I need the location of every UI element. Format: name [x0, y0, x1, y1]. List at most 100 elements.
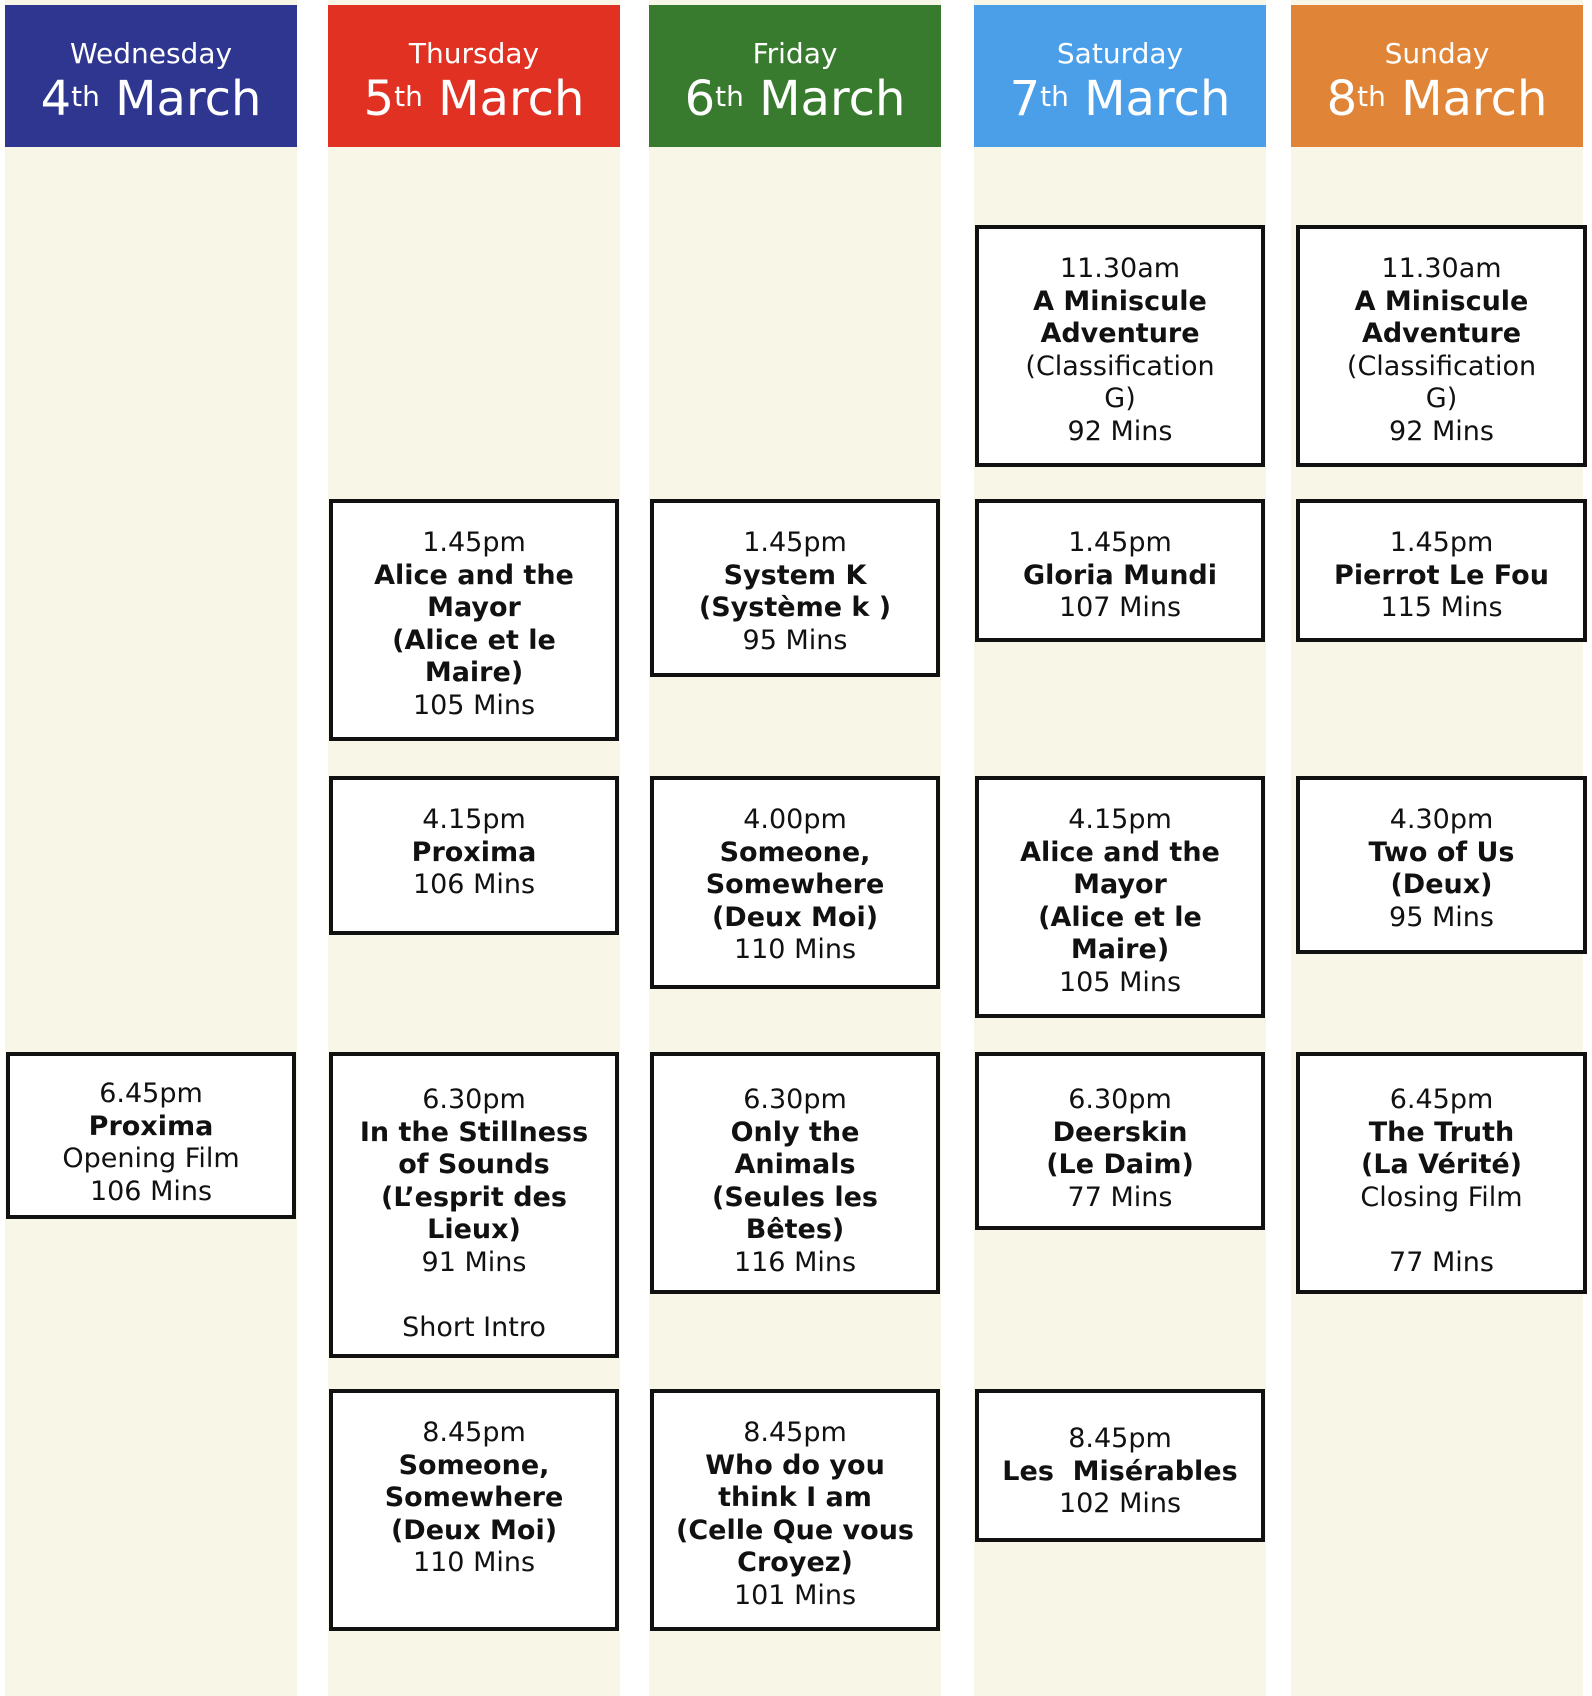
screening-duration: 115 Mins: [1380, 592, 1503, 623]
screening-title-line: (Deux Moi): [390, 1514, 558, 1546]
screening-time: 11.30am: [1381, 253, 1502, 284]
date-label: 7th March: [1009, 71, 1231, 127]
screening-title-line: Who do you: [705, 1449, 885, 1481]
screening-card[interactable]: 1.45pm Gloria Mundi 107 Mins: [975, 499, 1265, 642]
screening-title-line: Maire): [424, 657, 524, 688]
column-wednesday: Wednesday 4th March 6.45pm Proxima Openi…: [5, 0, 297, 1696]
screening-time: 6.45pm: [1389, 1084, 1494, 1115]
screening-title-line: System K: [723, 559, 867, 591]
screening-title-line: (Deux Moi): [711, 901, 879, 933]
screening-card[interactable]: 4.15pm Alice and the Mayor (Alice et le …: [975, 776, 1265, 1018]
screening-card[interactable]: 8.45pm Les Misérables 102 Mins: [975, 1389, 1265, 1542]
screening-time: 4.15pm: [1068, 804, 1172, 835]
screening-title-line: Deerskin: [1052, 1116, 1188, 1148]
screening-note: Opening Film: [62, 1143, 240, 1174]
screening-title-line: (L’esprit des: [381, 1181, 567, 1213]
screening-title-line: (Alice et le: [392, 624, 556, 656]
screening-title-line: Adventure: [1361, 318, 1522, 349]
day-header-sunday: Sunday 8th March: [1291, 5, 1583, 147]
screening-title-line: A Miniscule: [1033, 285, 1207, 317]
day-header-wednesday: Wednesday 4th March: [5, 5, 297, 147]
screening-card[interactable]: 4.15pm Proxima 106 Mins: [329, 776, 619, 935]
screening-time: 1.45pm: [743, 527, 847, 558]
screening-title-line: Only the: [730, 1116, 860, 1148]
screening-card[interactable]: 6.45pm Proxima Opening Film 106 Mins: [6, 1052, 296, 1219]
screening-title-line: Animals: [734, 1149, 856, 1180]
screening-card[interactable]: 6.30pm In the Stillness of Sounds (L’esp…: [329, 1052, 619, 1358]
screening-title-line: Somewhere: [384, 1482, 564, 1513]
screening-time: 11.30am: [1059, 253, 1181, 284]
date-label: 5th March: [363, 71, 585, 127]
screening-title-line: (La Vérité): [1360, 1149, 1523, 1180]
screening-card[interactable]: 1.45pm Alice and the Mayor (Alice et le …: [329, 499, 619, 741]
screening-title-line: Alice and the: [374, 559, 574, 591]
screening-time: 6.30pm: [743, 1084, 847, 1115]
weekday-label: Sunday: [1384, 37, 1490, 70]
screening-title-line: The Truth: [1368, 1116, 1515, 1148]
screening-card[interactable]: 6.30pm Deerskin (Le Daim) 77 Mins: [975, 1052, 1265, 1230]
screening-title-line: Someone,: [719, 836, 871, 868]
screening-duration: 77 Mins: [1389, 1247, 1494, 1278]
column-friday: Friday 6th March 1.45pm System K (Systèm…: [649, 0, 941, 1696]
screening-duration: 95 Mins: [742, 624, 848, 656]
screening-card[interactable]: 8.45pm Someone, Somewhere (Deux Moi) 110…: [329, 1389, 619, 1631]
screening-time: 8.45pm: [422, 1417, 526, 1448]
screening-duration: 106 Mins: [412, 869, 536, 900]
screening-time: 6.45pm: [99, 1078, 203, 1109]
day-header-thursday: Thursday 5th March: [328, 5, 620, 147]
screening-title-line: Lieux): [427, 1214, 521, 1245]
screening-card[interactable]: 1.45pm System K (Système k ) 95 Mins: [650, 499, 940, 677]
column-saturday: Saturday 7th March 11.30am A Miniscule A…: [974, 0, 1266, 1696]
screening-card[interactable]: 8.45pm Who do you think I am (Celle Que …: [650, 1389, 940, 1631]
screening-classification: (Classification G): [1025, 350, 1215, 415]
screening-card[interactable]: 4.00pm Someone, Somewhere (Deux Moi) 110…: [650, 776, 940, 989]
screening-card[interactable]: 6.45pm The Truth (La Vérité) Closing Fil…: [1296, 1052, 1587, 1294]
screening-title: Proxima: [411, 836, 537, 868]
screening-time: 1.45pm: [422, 527, 526, 558]
screening-time: 4.30pm: [1389, 804, 1494, 835]
screening-title-line: A Miniscule: [1354, 285, 1529, 317]
weekday-label: Friday: [752, 37, 838, 70]
screening-title-line: think I am: [718, 1482, 872, 1513]
screening-title: Proxima: [88, 1110, 214, 1142]
screening-duration: 95 Mins: [1389, 901, 1494, 933]
screening-title-line: (Seules les: [712, 1181, 878, 1213]
screening-title-line: (Celle Que vous: [675, 1514, 915, 1546]
screening-title: Gloria Mundi: [1022, 559, 1218, 591]
screening-card[interactable]: 11.30am A Miniscule Adventure (Classific…: [975, 225, 1265, 467]
screening-title-line: of Sounds: [398, 1149, 550, 1180]
screening-time: 6.30pm: [1068, 1084, 1172, 1115]
screening-time: 4.15pm: [422, 804, 526, 835]
screening-card[interactable]: 11.30am A Miniscule Adventure (Classific…: [1296, 225, 1587, 467]
screening-title-line: Mayor: [1073, 869, 1167, 900]
screening-title-line: Somewhere: [705, 869, 885, 900]
screening-title-line: (Le Daim): [1046, 1149, 1194, 1180]
screening-time: 4.00pm: [743, 804, 847, 835]
weekday-label: Saturday: [1056, 37, 1184, 70]
screening-title-line: Maire): [1070, 934, 1170, 965]
screening-duration: 105 Mins: [412, 689, 536, 721]
weekday-label: Wednesday: [69, 37, 233, 70]
screening-time: 8.45pm: [1068, 1423, 1172, 1454]
screening-title-line: (Système k ): [698, 592, 892, 623]
screening-card[interactable]: 1.45pm Pierrot Le Fou 115 Mins: [1296, 499, 1587, 642]
screening-duration: 116 Mins: [733, 1246, 857, 1278]
screening-duration: 110 Mins: [733, 934, 857, 965]
screening-duration: 107 Mins: [1058, 592, 1182, 623]
screening-duration: 77 Mins: [1067, 1181, 1173, 1213]
screening-time: 1.45pm: [1389, 527, 1494, 558]
screening-card[interactable]: 6.30pm Only the Animals (Seules les Bête…: [650, 1052, 940, 1294]
date-label: 6th March: [684, 71, 906, 127]
date-label: 8th March: [1326, 71, 1548, 127]
screening-title-line: In the Stillness: [359, 1116, 589, 1148]
screening-title-line: Alice and the: [1020, 836, 1220, 868]
screening-time: 6.30pm: [422, 1084, 526, 1115]
screening-title: Les Misérables: [1002, 1455, 1238, 1487]
screening-title-line: Mayor: [427, 592, 521, 623]
date-label: 4th March: [40, 71, 262, 127]
screening-card[interactable]: 4.30pm Two of Us (Deux) 95 Mins: [1296, 776, 1587, 954]
screening-title-line: (Alice et le: [1038, 901, 1202, 933]
screening-duration: 101 Mins: [733, 1579, 857, 1611]
day-header-friday: Friday 6th March: [649, 5, 941, 147]
screening-title-line: Adventure: [1040, 318, 1200, 349]
